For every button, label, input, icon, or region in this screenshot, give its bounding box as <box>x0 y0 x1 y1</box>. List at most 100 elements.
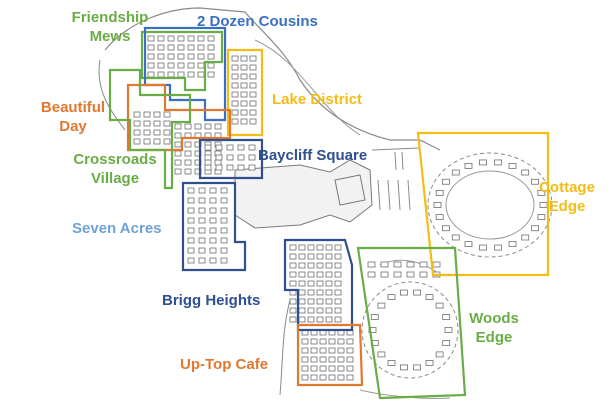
cabin <box>153 138 161 145</box>
cabin <box>425 294 434 300</box>
cabin <box>197 62 205 69</box>
cabin <box>167 71 175 78</box>
cabin <box>298 289 306 296</box>
cabin <box>479 159 487 166</box>
cabin <box>240 109 248 116</box>
cabin <box>298 316 306 323</box>
cabin <box>307 298 315 305</box>
cabin <box>298 280 306 287</box>
cabin <box>248 154 256 161</box>
cabin <box>226 164 234 171</box>
cabin <box>325 307 333 314</box>
cabin <box>310 374 318 381</box>
cabin <box>177 53 185 60</box>
cabin <box>231 91 239 98</box>
cabin <box>346 374 354 381</box>
cabin <box>240 82 248 89</box>
cabin <box>133 129 141 136</box>
cabin <box>334 280 342 287</box>
cabin <box>174 141 182 148</box>
cabin <box>289 316 297 323</box>
cabin <box>334 271 342 278</box>
cabin <box>198 257 206 264</box>
cabin <box>328 374 336 381</box>
cabin <box>301 365 309 372</box>
cabin <box>174 168 182 175</box>
cabin <box>537 214 546 221</box>
cabin <box>307 244 315 251</box>
cabin <box>393 271 402 278</box>
zone-outline-baycliff-square <box>198 138 264 180</box>
cabin <box>153 111 161 118</box>
cabin <box>207 53 215 60</box>
cabin <box>435 351 444 358</box>
cabin <box>204 164 212 171</box>
cabin <box>298 298 306 305</box>
cabin <box>289 262 297 269</box>
cabin <box>249 73 257 80</box>
zone-outline-woods-edge <box>356 246 467 400</box>
cabin <box>435 302 444 309</box>
cabin <box>197 53 205 60</box>
cabin <box>451 234 460 241</box>
cabin <box>231 118 239 125</box>
cabin <box>346 365 354 372</box>
cabin <box>147 53 155 60</box>
cabin <box>231 73 239 80</box>
cabin <box>184 123 192 130</box>
cabin <box>240 118 248 125</box>
cabin <box>187 53 195 60</box>
cabin <box>209 217 217 224</box>
cabin <box>298 307 306 314</box>
cabin <box>163 111 171 118</box>
cabin <box>207 44 215 51</box>
cabin <box>316 280 324 287</box>
cabin <box>307 289 315 296</box>
cabin <box>215 144 223 151</box>
cabin <box>346 347 354 354</box>
cabin <box>387 294 396 300</box>
cabin <box>207 35 215 42</box>
cabin <box>197 44 205 51</box>
cabin <box>207 71 215 78</box>
cabin <box>153 120 161 127</box>
label-up-top-cafe: Up-Top Cafe <box>180 356 269 373</box>
cabin <box>328 347 336 354</box>
cabin <box>157 53 165 60</box>
cabin <box>400 364 408 371</box>
cabin <box>198 197 206 204</box>
cabin <box>174 159 182 166</box>
cabin <box>198 227 206 234</box>
cabin <box>319 365 327 372</box>
cabin <box>337 365 345 372</box>
cabin <box>143 138 151 145</box>
cabin <box>209 207 217 214</box>
cabin <box>153 129 161 136</box>
cabin <box>187 35 195 42</box>
cabin <box>187 237 195 244</box>
cabin <box>184 141 192 148</box>
cabin <box>334 298 342 305</box>
cabin <box>289 271 297 278</box>
cabin <box>435 214 444 221</box>
cabin <box>508 241 517 248</box>
cabin <box>464 162 473 169</box>
cabin <box>209 197 217 204</box>
cabin <box>301 347 309 354</box>
cabin <box>187 247 195 254</box>
cabin <box>442 178 450 185</box>
cabin <box>204 123 212 130</box>
cabin <box>494 244 502 251</box>
cabin <box>240 91 248 98</box>
cabin <box>301 338 309 345</box>
cabin <box>187 44 195 51</box>
cabin <box>307 253 315 260</box>
cabin <box>325 244 333 251</box>
cabin <box>174 123 182 130</box>
cabin <box>328 356 336 363</box>
cabin <box>194 123 202 130</box>
cabin <box>301 356 309 363</box>
cabin <box>316 262 324 269</box>
